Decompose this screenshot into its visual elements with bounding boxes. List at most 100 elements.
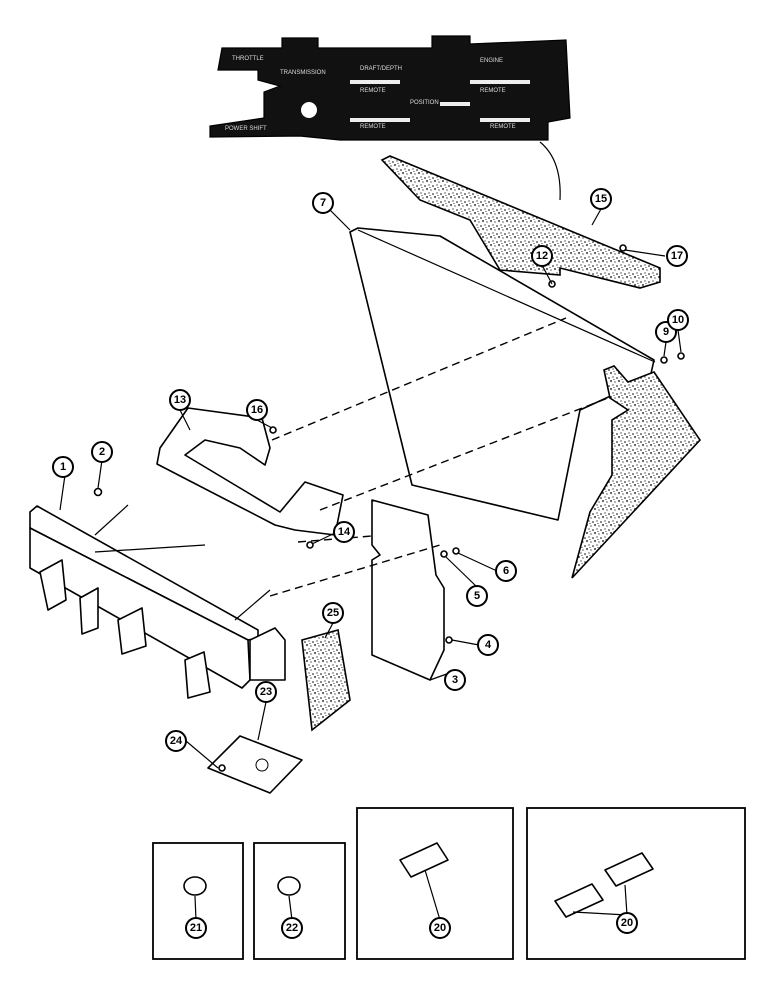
assembly-line: [271, 317, 567, 441]
callout-12: 12: [531, 245, 553, 267]
callout-label: 4: [485, 639, 492, 651]
part-1-frame-face: [29, 527, 251, 689]
part-9-washer: [660, 356, 668, 364]
callout-15: 15: [590, 188, 612, 210]
callout-label: 21: [190, 922, 202, 934]
callout-label: 6: [503, 565, 509, 577]
callout-14: 14: [333, 521, 355, 543]
callout-24: 24: [165, 730, 187, 752]
callout-22: 22: [281, 917, 303, 939]
part-22-plug: [277, 876, 301, 896]
decal-label: REMOTE: [490, 124, 516, 130]
callout-6: 6: [495, 560, 517, 582]
callout-5: 5: [466, 585, 488, 607]
callout-13: 13: [169, 389, 191, 411]
callout-7: 7: [312, 192, 334, 214]
callout-23: 23: [255, 681, 277, 703]
callout-4: 4: [477, 634, 499, 656]
decal-slot: [350, 80, 400, 84]
part-16-nut: [269, 426, 277, 434]
decal-label: REMOTE: [360, 88, 386, 94]
part-21-plug: [183, 876, 207, 896]
callout-label: 16: [251, 404, 263, 416]
callout-1: 1: [52, 456, 74, 478]
callout-label: 10: [672, 314, 684, 326]
decal-pointer-arrow: [539, 141, 561, 201]
part-6-nut: [452, 547, 460, 555]
callout-17: 17: [666, 245, 688, 267]
decal-label: ENGINE: [480, 58, 503, 64]
decal-label: POWER SHIFT: [225, 126, 267, 132]
callout-label: 12: [536, 250, 548, 262]
callout-21: 21: [185, 917, 207, 939]
part-1-leg: [184, 651, 211, 699]
part-2-bolt: [93, 487, 103, 497]
part-23-bracket: [207, 735, 303, 794]
callout-3: 3: [444, 669, 466, 691]
box-part-21: [152, 842, 244, 960]
decal-label: POSITION: [410, 100, 439, 106]
decal-slot: [440, 102, 470, 106]
leader-lines: [59, 208, 682, 921]
part-24-screw: [218, 764, 226, 772]
part-13-bracket: [156, 407, 344, 536]
part-25-plate: [301, 628, 351, 732]
part-14-nut: [306, 541, 314, 549]
assembly-line: [269, 544, 441, 597]
decal-label: REMOTE: [480, 88, 506, 94]
decal-label: REMOTE: [360, 124, 386, 130]
part-1-leg: [117, 607, 147, 655]
rod: [94, 504, 129, 536]
decal-label: TRANSMISSION: [280, 70, 326, 76]
callout-label: 2: [99, 446, 105, 458]
callout-20-pair: 20: [616, 912, 638, 934]
callout-label: 17: [671, 250, 683, 262]
callout-label: 23: [260, 686, 272, 698]
part-23-hole: [255, 758, 269, 772]
decal-slot: [470, 80, 530, 84]
side-panel-speckled: [571, 365, 702, 579]
part-1-frame-end: [249, 627, 286, 681]
rod: [234, 589, 271, 621]
callout-label: 25: [327, 607, 339, 619]
part-3-plate: [371, 499, 445, 681]
part-20-sleeve: [399, 842, 449, 878]
callout-label: 5: [474, 590, 480, 602]
box-part-20-single: [356, 807, 514, 960]
callout-label: 24: [170, 735, 183, 747]
part-20-sleeve: [604, 852, 654, 887]
callout-25: 25: [322, 602, 344, 624]
callout-label: 15: [595, 193, 607, 205]
callout-label: 9: [663, 326, 669, 338]
decal-slot: [480, 118, 530, 122]
callout-label: 7: [320, 197, 326, 209]
callout-label: 3: [452, 674, 458, 686]
part-4-bolt: [445, 636, 453, 644]
callout-20-single: 20: [429, 917, 451, 939]
part-5-washer: [440, 550, 448, 558]
part-7-edge: [357, 229, 656, 363]
decal-label: DRAFT/DEPTH: [360, 66, 402, 72]
part-1-leg: [79, 587, 99, 635]
callout-label: 20: [621, 917, 633, 929]
callout-label: 13: [174, 394, 186, 406]
callout-16: 16: [246, 399, 268, 421]
callout-10: 10: [667, 309, 689, 331]
decal-slot: [350, 118, 410, 122]
rod: [94, 544, 206, 553]
part-20-sleeve: [554, 883, 604, 918]
callout-label: 14: [338, 526, 351, 538]
box-part-20-pair: [526, 807, 746, 960]
part-1-leg: [39, 559, 67, 611]
box-part-22: [253, 842, 346, 960]
callout-label: 1: [60, 461, 66, 473]
part-17-screw: [619, 244, 627, 252]
callout-label: 22: [286, 922, 298, 934]
part-15-panel: [380, 155, 661, 289]
decal-circle-marker: [301, 102, 317, 118]
callout-2: 2: [91, 441, 113, 463]
callout-label: 20: [434, 922, 446, 934]
